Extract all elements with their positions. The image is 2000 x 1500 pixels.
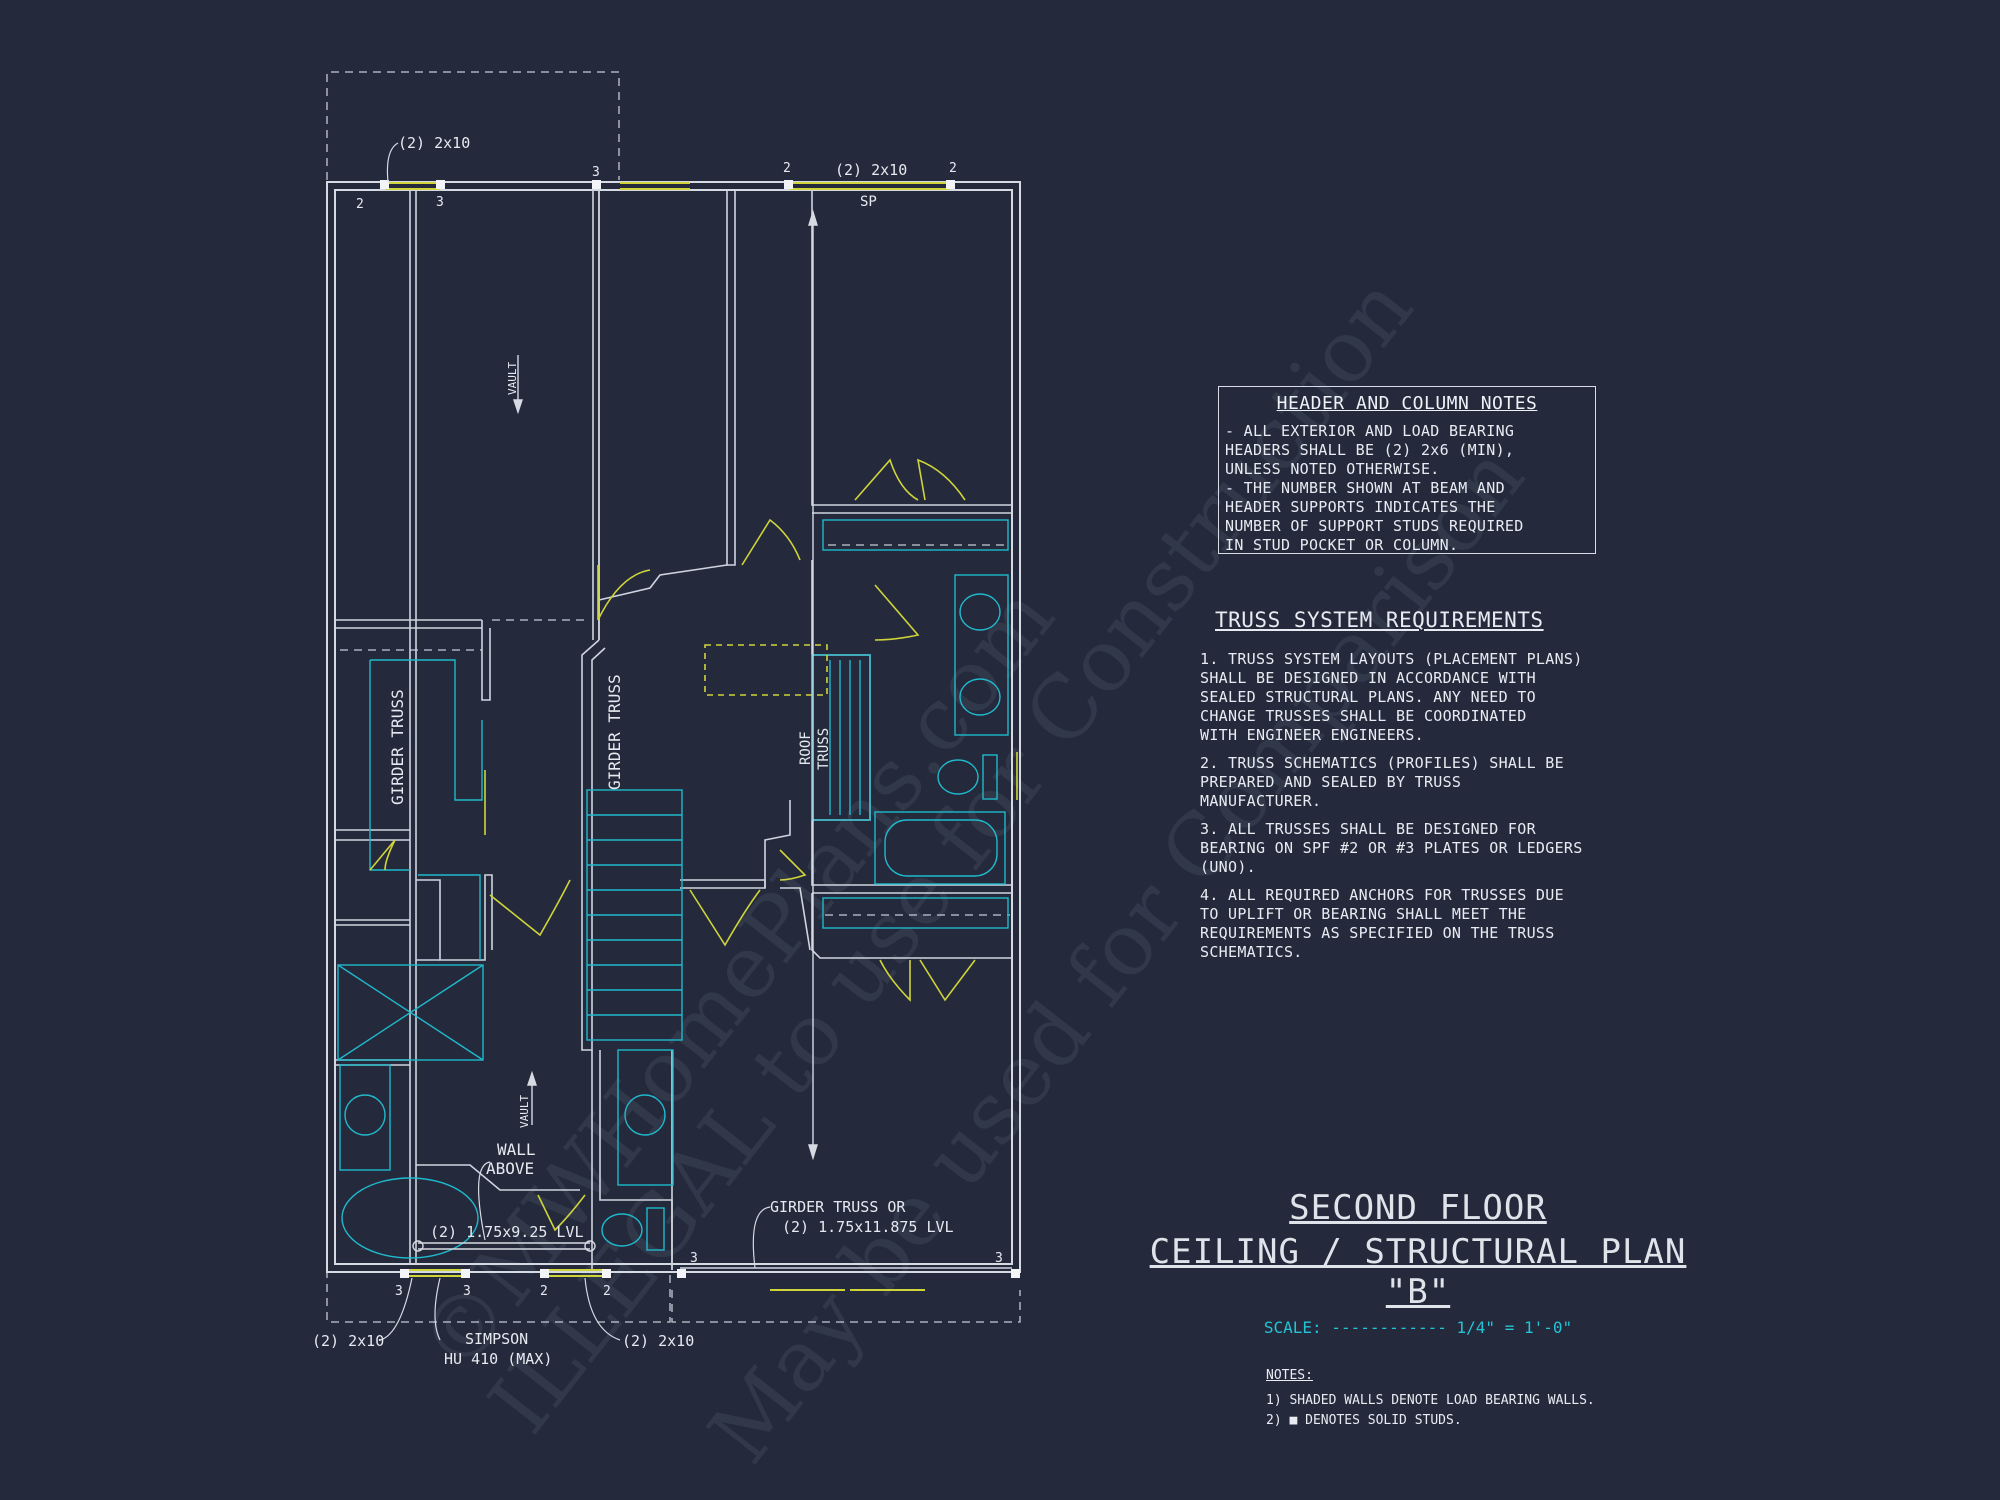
notes-title: NOTES: — [1266, 1368, 1313, 1383]
header-notes-line: HEADER SUPPORTS INDICATES THE — [1225, 498, 1496, 516]
header-beams — [385, 182, 1016, 1291]
stud-count: 3 — [436, 195, 444, 210]
notes-line-2: 2) ■ DENOTES SOLID STUDS. — [1266, 1413, 1462, 1428]
simpson-label-1: SIMPSON — [465, 1330, 528, 1348]
girder-truss-mid-label: GIRDER TRUSS — [605, 674, 624, 790]
stud-count: 2 — [949, 161, 957, 176]
girder-beams — [412, 1240, 1012, 1273]
header-notes-line: - ALL EXTERIOR AND LOAD BEARING — [1225, 422, 1515, 440]
wall-above-label-2: ABOVE — [486, 1159, 534, 1178]
notes-line-1: 1) SHADED WALLS DENOTE LOAD BEARING WALL… — [1266, 1393, 1595, 1408]
truss-requirement-item: 4. ALL REQUIRED ANCHORS FOR TRUSSES DUE … — [1200, 886, 1564, 961]
stud-count: 2 — [603, 1284, 611, 1299]
girder-or-label-1: GIRDER TRUSS OR — [770, 1198, 906, 1216]
truss-requirement-item: 3. ALL TRUSSES SHALL BE DESIGNED FOR BEA… — [1200, 820, 1583, 876]
roof-truss-label-2: TRUSS — [816, 728, 832, 770]
stud-count: 2 — [783, 161, 791, 176]
sp-label: SP — [860, 194, 877, 210]
sheet-notes: NOTES: 1) SHADED WALLS DENOTE LOAD BEARI… — [1266, 1368, 1595, 1431]
stud-count: 2 — [540, 1284, 548, 1299]
header-label-tr: (2) 2x10 — [835, 161, 907, 179]
stud-count: 3 — [690, 1251, 698, 1266]
vault-label-bottom: VAULT — [518, 1095, 531, 1128]
roof-truss-label-1: ROOF — [798, 731, 814, 765]
header-notes-title: HEADER AND COLUMN NOTES — [1276, 393, 1538, 414]
sheet-title-line-2: CEILING / STRUCTURAL PLAN "B" — [1149, 1232, 1687, 1312]
header-column-notes: HEADER AND COLUMN NOTES - ALL EXTERIOR A… — [1218, 386, 1596, 554]
header-notes-line: UNLESS NOTED OTHERWISE. — [1225, 460, 1440, 478]
header-label-tl: (2) 2x10 — [398, 134, 470, 152]
stud-count: 2 — [356, 197, 364, 212]
girder-or-label-2: (2) 1.75x11.875 LVL — [782, 1218, 954, 1236]
stud-count: 3 — [995, 1251, 1003, 1266]
stud-count: 3 — [395, 1284, 403, 1299]
truss-requirements-title: TRUSS SYSTEM REQUIREMENTS — [1215, 608, 1544, 632]
doors — [369, 458, 1018, 1232]
lvl-beam-label: (2) 1.75x9.25 LVL — [430, 1223, 584, 1241]
truss-requirements: TRUSS SYSTEM REQUIREMENTS 1. TRUSS SYSTE… — [1200, 608, 1670, 971]
scale-label: SCALE: ------------ 1/4" = 1'-0" — [1263, 1318, 1573, 1337]
title-block: SECOND FLOOR CEILING / STRUCTURAL PLAN "… — [1128, 1188, 1708, 1337]
interior-walls — [335, 190, 1012, 1270]
truss-requirement-item: 1. TRUSS SYSTEM LAYOUTS (PLACEMENT PLANS… — [1200, 650, 1583, 744]
staircase — [586, 654, 871, 1041]
leader-lines — [379, 142, 771, 1341]
wall-above-label-1: WALL — [497, 1140, 536, 1159]
stud-count: 3 — [463, 1284, 471, 1299]
header-notes-line: - THE NUMBER SHOWN AT BEAM AND — [1225, 479, 1505, 497]
stud-count: 3 — [592, 165, 600, 180]
simpson-label-2: HU 410 (MAX) — [444, 1350, 552, 1368]
header-label-br: (2) 2x10 — [622, 1332, 694, 1350]
span-arrows — [513, 209, 818, 1161]
sheet-title-line-1: SECOND FLOOR — [1289, 1188, 1547, 1228]
girder-truss-left-label: GIRDER TRUSS — [388, 689, 407, 805]
solid-studs — [380, 180, 1020, 1278]
vault-label-top: VAULT — [506, 362, 519, 395]
header-notes-line: IN STUD POCKET OR COLUMN. — [1225, 536, 1459, 554]
bath-fixtures — [337, 519, 1009, 1259]
dashed-outlines — [326, 71, 1021, 1323]
truss-requirement-item: 2. TRUSS SCHEMATICS (PROFILES) SHALL BE … — [1200, 754, 1564, 810]
header-notes-line: HEADERS SHALL BE (2) 2x6 (MIN), — [1225, 441, 1515, 459]
header-label-bl: (2) 2x10 — [312, 1332, 384, 1350]
header-notes-line: NUMBER OF SUPPORT STUDS REQUIRED — [1225, 517, 1524, 535]
